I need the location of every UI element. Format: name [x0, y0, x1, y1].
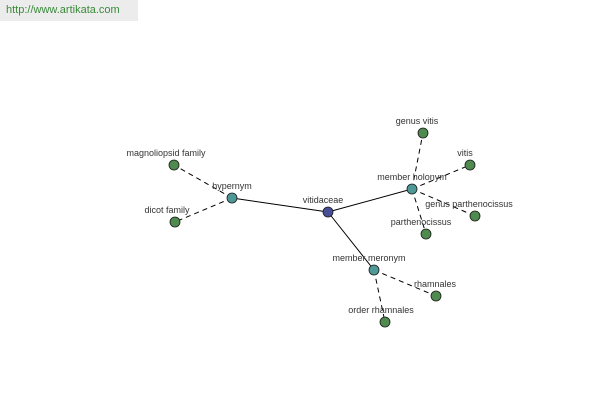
node-label-member-meronym[interactable]: member meronym	[332, 253, 405, 263]
node-magnoliopsid-family[interactable]	[168, 159, 180, 171]
node-label-parthenocissus[interactable]: parthenocissus	[391, 217, 452, 227]
edge-vitidaceae-hypernym	[231, 197, 329, 213]
graph-nodes	[168, 127, 481, 328]
graph-labels: magnoliopsid family dicot family genus vit…	[126, 116, 513, 315]
edge-member-holonym-vitis	[411, 164, 471, 190]
node-label-vitis[interactable]: vitis	[457, 148, 473, 158]
node-label-dicot-family[interactable]: dicot family	[144, 205, 190, 215]
node-vitidaceae[interactable]	[322, 206, 334, 218]
edge-vitidaceae-member-holonym	[327, 188, 413, 213]
node-label-order-rhamnales[interactable]: order rhamnales	[348, 305, 414, 315]
node-genus-vitis[interactable]	[417, 127, 429, 139]
site-url-link[interactable]: http://www.artikata.com	[6, 4, 120, 16]
node-vitis[interactable]	[464, 159, 476, 171]
url-bar: http://www.artikata.com	[0, 0, 138, 21]
node-label-vitidaceae[interactable]: vitidaceae	[303, 195, 344, 205]
node-parthenocissus[interactable]	[420, 228, 432, 240]
node-member-holonym[interactable]	[406, 183, 418, 195]
node-dicot-family[interactable]	[169, 216, 181, 228]
node-label-member-holonym[interactable]: member holonym	[377, 172, 447, 182]
node-order-rhamnales[interactable]	[379, 316, 391, 328]
edge-member-holonym-parthenocissus	[411, 188, 427, 235]
edge-hypernym-dicot-family	[174, 197, 233, 223]
node-label-hypernym[interactable]: hypernym	[212, 181, 252, 191]
node-rhamnales[interactable]	[430, 290, 442, 302]
node-label-magnoliopsid-family[interactable]: magnoliopsid family	[126, 148, 206, 158]
edge-member-holonym-genus-vitis	[411, 132, 424, 190]
node-hypernym[interactable]	[226, 192, 238, 204]
graph-edges	[173, 132, 476, 323]
node-label-genus-vitis[interactable]: genus vitis	[396, 116, 439, 126]
node-member-meronym[interactable]	[368, 264, 380, 276]
edge-member-holonym-genus-parthenocissus	[411, 188, 476, 217]
node-label-genus-parthenocissus[interactable]: genus parthenocissus	[425, 199, 513, 209]
edge-hypernym-magnoliopsid-family	[173, 164, 233, 199]
edge-member-meronym-rhamnales	[373, 269, 437, 297]
edge-vitidaceae-member-meronym	[327, 211, 375, 271]
node-label-rhamnales[interactable]: rhamnales	[414, 279, 457, 289]
node-genus-parthenocissus[interactable]	[469, 210, 481, 222]
